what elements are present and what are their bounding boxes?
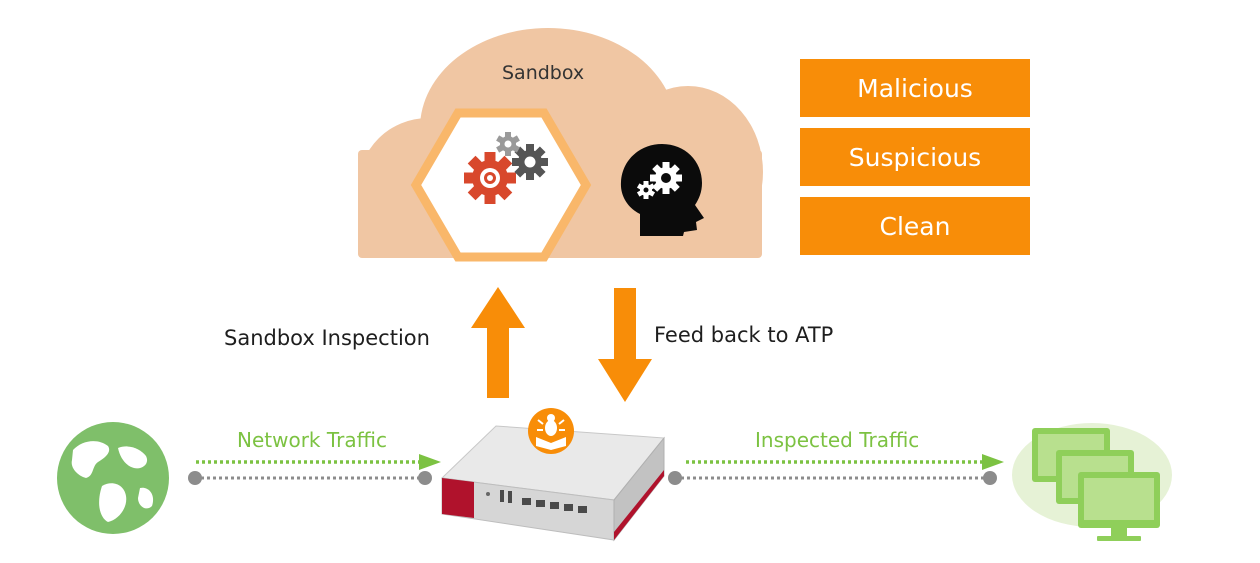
verdict-clean: Clean xyxy=(800,197,1030,255)
globe-icon xyxy=(57,422,169,534)
inspected-gray-dot-right xyxy=(983,471,997,485)
network-traffic-label: Network Traffic xyxy=(237,428,387,452)
inspected-traffic-label: Inspected Traffic xyxy=(755,428,920,452)
atp-bug-shield-icon xyxy=(528,408,574,454)
network-gray-dot-left xyxy=(188,471,202,485)
firewall-appliance-icon xyxy=(440,425,665,542)
arrow-down-feedback xyxy=(598,288,652,402)
device-port-1 xyxy=(522,498,531,505)
network-gray-dot-right xyxy=(418,471,432,485)
network-traffic-arrowhead xyxy=(419,454,441,470)
feedback-label: Feed back to ATP xyxy=(654,323,834,347)
sandbox-cloud-title: Sandbox xyxy=(502,62,585,84)
device-port-2 xyxy=(536,500,545,507)
monitor-3 xyxy=(1078,472,1160,541)
verdict-suspicious: Suspicious xyxy=(800,128,1030,186)
device-red-side-stripe xyxy=(614,470,664,540)
arrow-up-sandbox-inspection xyxy=(471,287,525,398)
computer-monitors-icon xyxy=(1012,423,1172,541)
device-port-3 xyxy=(550,502,559,509)
device-slot-1 xyxy=(500,490,504,502)
device-port-4 xyxy=(564,504,573,511)
device-led xyxy=(486,492,490,496)
brain-gear-head-icon xyxy=(620,144,704,236)
inspected-gray-dot-left xyxy=(668,471,682,485)
verdict-malicious: Malicious xyxy=(800,59,1030,117)
sandbox-inspection-label: Sandbox Inspection xyxy=(224,326,430,350)
device-slot-2 xyxy=(508,491,512,503)
device-port-5 xyxy=(578,506,587,513)
device-red-bezel xyxy=(442,478,474,518)
gears-icon xyxy=(464,132,548,204)
inspected-traffic-arrowhead xyxy=(982,454,1004,470)
